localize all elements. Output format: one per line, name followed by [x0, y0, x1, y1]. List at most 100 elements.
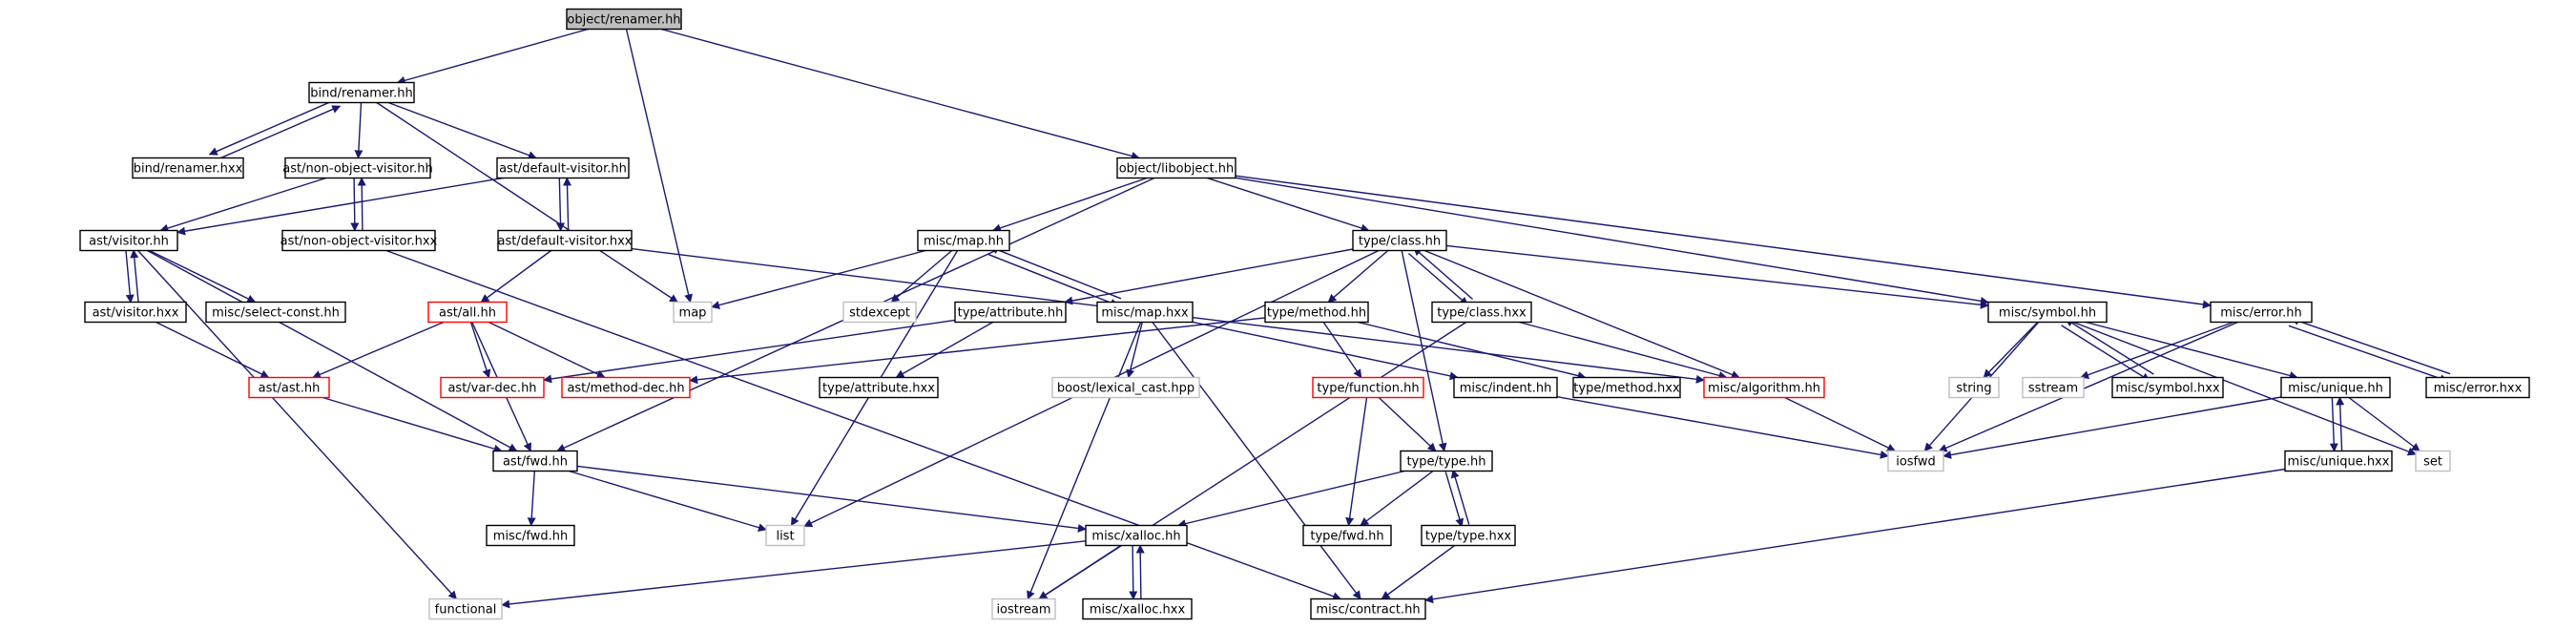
node-label: misc/algorithm.hh	[1708, 382, 1820, 396]
node-label: ast/visitor.hh	[89, 235, 169, 249]
node-type-class-hxx[interactable]: type/class.hxx	[1431, 301, 1532, 324]
edge-line	[1129, 545, 1138, 600]
node-label: type/method.hxx	[1573, 382, 1680, 396]
node-bind-renamer-hh[interactable]: bind/renamer.hh	[308, 81, 415, 104]
edge-type-class-hh-to-type-method-hh	[1327, 249, 1389, 304]
node-box	[496, 157, 630, 179]
node-label: type/function.hh	[1317, 382, 1419, 396]
edge-line	[147, 249, 518, 452]
node-misc-xalloc-hh[interactable]: misc/xalloc.hh	[1085, 524, 1188, 547]
node-ast-dv-hxx[interactable]: ast/default-visitor.hxx	[497, 229, 633, 252]
node-box	[440, 376, 545, 399]
node-misc-fwd-hh[interactable]: misc/fwd.hh	[486, 524, 575, 547]
node-label: ast/default-visitor.hxx	[498, 235, 633, 249]
node-label: stdexcept	[849, 306, 910, 321]
node-misc-indent-hh[interactable]: misc/indent.hh	[1453, 376, 1558, 399]
node-iostream: iostream	[991, 598, 1056, 620]
node-box	[1096, 301, 1194, 324]
edge-line	[527, 471, 536, 527]
node-ast-fwd-hh[interactable]: ast/fwd.hh	[492, 450, 578, 472]
node-misc-map-hxx[interactable]: misc/map.hxx	[1096, 301, 1194, 324]
node-ast-visitor-hxx[interactable]: ast/visitor.hxx	[84, 301, 187, 324]
edge-bind-renamer-hh-to-map	[376, 101, 678, 304]
edge-line	[1378, 396, 1437, 452]
node-type-method-hh[interactable]: type/method.hh	[1264, 301, 1369, 324]
edge-misc-map-hxx-to-iostream	[1027, 322, 1142, 600]
node-ast-ast-hh[interactable]: ast/ast.hh	[248, 376, 330, 399]
node-type-attribute-hxx[interactable]: type/attribute.hxx	[819, 376, 939, 399]
node-type-fwd-hh[interactable]: type/fwd.hh	[1302, 524, 1392, 547]
edge-line	[1207, 177, 1370, 233]
node-label: iostream	[996, 603, 1050, 618]
node-ast-nov-hh[interactable]: ast/non-object-visitor.hh	[282, 157, 433, 179]
node-misc-error-hxx[interactable]: misc/error.hxx	[2425, 376, 2530, 399]
edge-misc-xalloc-hh-to-functional	[501, 540, 1087, 609]
node-box	[486, 524, 575, 547]
node-type-attribute-hh[interactable]: type/attribute.hh	[954, 301, 1067, 324]
node-misc-symbol-hh[interactable]: misc/symbol.hh	[1987, 301, 2108, 324]
edge-line	[991, 177, 1148, 233]
edge-obj-renamer-hh-to-bind-renamer-hh	[396, 28, 589, 85]
node-misc-select-const-hh[interactable]: misc/select-const.hh	[205, 301, 346, 324]
node-misc-unique-hh[interactable]: misc/unique.hh	[2280, 376, 2391, 399]
node-obj-libobject-hh[interactable]: object/libobject.hh	[1116, 157, 1236, 179]
node-box	[1312, 376, 1424, 399]
node-misc-error-hh[interactable]: misc/error.hh	[2210, 301, 2313, 324]
node-misc-algorithm-hh[interactable]: misc/algorithm.hh	[1703, 376, 1825, 399]
node-ast-dv-hh[interactable]: ast/default-visitor.hh	[496, 157, 630, 179]
edge-line	[1235, 177, 1989, 305]
edge-misc-unique-hh-to-misc-unique-hxx	[2329, 397, 2338, 452]
node-type-type-hxx[interactable]: type/type.hxx	[1421, 524, 1516, 547]
node-obj-renamer-hh[interactable]: object/renamer.hh	[566, 8, 682, 31]
node-ast-nov-hxx[interactable]: ast/non-object-visitor.hxx	[280, 229, 438, 252]
node-label: ast/all.hh	[439, 306, 496, 321]
node-type-type-hh[interactable]: type/type.hh	[1400, 450, 1493, 472]
edge-ast-visitor-hxx-to-ast-ast-hh	[156, 321, 270, 379]
node-misc-contract-hh[interactable]: misc/contract.hh	[1310, 598, 1426, 620]
node-label: ast/non-object-visitor.hh	[282, 162, 433, 177]
node-misc-xalloc-hxx[interactable]: misc/xalloc.hxx	[1082, 598, 1193, 620]
node-ast-all-hh[interactable]: ast/all.hh	[427, 301, 508, 324]
edge-type-attribute-hh-to-ast-var-dec-hh	[543, 319, 956, 384]
node-type-function-hh[interactable]: type/function.hh	[1312, 376, 1424, 399]
edge-line	[149, 249, 257, 304]
node-box	[673, 301, 713, 324]
node-ast-visitor-hh[interactable]: ast/visitor.hh	[79, 229, 178, 252]
node-misc-unique-hxx[interactable]: misc/unique.hxx	[2284, 450, 2393, 472]
node-bind-renamer-hxx[interactable]: bind/renamer.hxx	[132, 157, 244, 179]
edge-bind-renamer-hh-to-ast-dv-hh	[387, 101, 537, 159]
edges-layer	[125, 28, 2451, 609]
node-label: misc/unique.hxx	[2288, 455, 2390, 470]
node-box	[1264, 301, 1369, 324]
node-label: type/type.hh	[1406, 455, 1485, 470]
edge-line	[1519, 321, 1728, 380]
edge-line	[208, 98, 338, 156]
edge-ast-visitor-hh-to-functional	[137, 250, 458, 600]
node-misc-map-hh[interactable]: misc/map.hh	[917, 229, 1010, 252]
edge-type-class-hh-to-misc-symbol-hh	[1445, 244, 1989, 309]
edge-misc-unique-hxx-to-misc-unique-hh	[2336, 396, 2345, 451]
edge-type-type-hh-to-type-type-hxx	[1444, 472, 1465, 528]
node-label: misc/map.hxx	[1101, 306, 1189, 321]
node-box	[1703, 376, 1825, 399]
node-ast-method-dec-hh[interactable]: ast/method-dec.hh	[561, 376, 691, 399]
node-ast-var-dec-hh[interactable]: ast/var-dec.hh	[440, 376, 545, 399]
node-label: misc/unique.hh	[2288, 382, 2383, 396]
edge-misc-symbol-hh-to-misc-unique-hh	[2085, 321, 2298, 380]
edge-misc-algorithm-hh-to-iosfwd	[1784, 396, 1897, 452]
node-misc-symbol-hxx[interactable]: misc/symbol.hxx	[2111, 376, 2224, 399]
edge-line	[1345, 397, 1368, 527]
node-box	[1572, 376, 1681, 399]
edge-line	[1360, 470, 1434, 527]
node-box	[991, 598, 1056, 620]
node-type-class-hh[interactable]: type/class.hh	[1352, 229, 1447, 252]
edge-misc-map-hh-to-stdexcept	[890, 249, 953, 304]
edge-ast-nov-hh-to-ast-visitor-hh	[159, 177, 327, 233]
edge-type-class-hh-to-type-class-hxx	[1407, 252, 1468, 306]
edge-line	[689, 317, 1266, 385]
edge-line	[895, 321, 994, 379]
node-type-method-hxx[interactable]: type/method.hxx	[1572, 376, 1681, 399]
node-box	[497, 229, 633, 252]
edge-line	[989, 245, 1122, 300]
edge-ast-dv-hh-to-ast-visitor-hh	[177, 177, 504, 236]
